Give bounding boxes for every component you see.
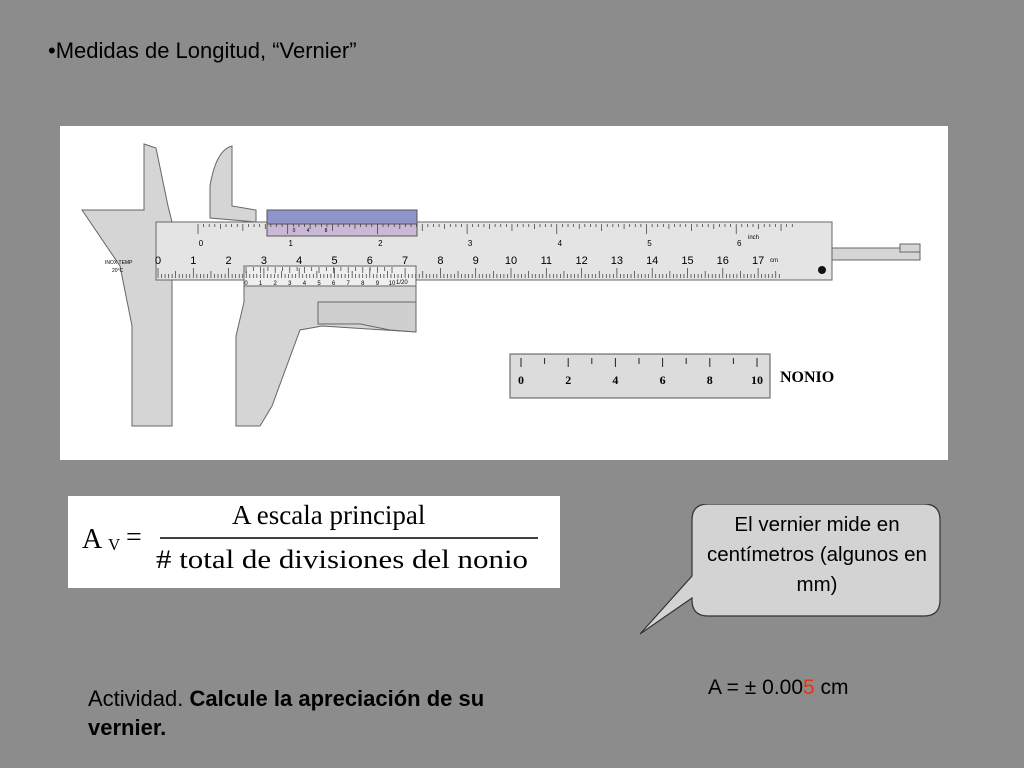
speech-bubble: El vernier mide en centímetros (algunos … — [636, 504, 942, 636]
appreciation-formula: A V = A escala principal # total de divi… — [68, 496, 560, 588]
jaw-text-2: 20°C — [112, 268, 124, 274]
activity-instruction: Calcule la apreciación de su vernier. — [88, 686, 485, 740]
thumb-screw — [317, 301, 417, 333]
sliding-jaw — [235, 277, 417, 427]
vernier-tick-label: 5 — [317, 281, 321, 287]
beam-dot — [818, 266, 826, 274]
cm-tick-label: 0 — [155, 255, 161, 267]
vernier-tick-label: 7 — [347, 281, 351, 287]
formula-lhs-subscript: V — [108, 535, 121, 554]
vernier-tick-label: 1 — [259, 281, 263, 287]
formula-denominator: # total de divisiones del nonio — [156, 545, 528, 574]
vernier-tick-label: 10 — [389, 281, 396, 287]
vernier-tick-label: 8 — [361, 281, 365, 287]
vernier-tick-label: 0 — [244, 281, 248, 287]
nonio-scale — [509, 353, 771, 399]
vernier-tick-label: 9 — [376, 281, 380, 287]
cm-tick-label: 10 — [505, 255, 517, 267]
cm-tick-label: 17 — [752, 255, 764, 267]
formula-numerator: A escala principal — [232, 500, 425, 530]
depth-rod — [831, 247, 921, 261]
inch-tick-label: 3 — [468, 239, 473, 248]
formula-equals: = — [126, 522, 142, 553]
inch-unit-label: inch — [748, 235, 759, 241]
cm-tick-label: 6 — [367, 255, 373, 267]
vernier-tick-label: 3 — [288, 281, 292, 287]
cm-tick-label: 1 — [190, 255, 196, 267]
cm-tick-label: 15 — [681, 255, 693, 267]
speech-bubble-shape — [639, 504, 941, 635]
nonio-tick-label: 0 — [518, 373, 524, 387]
vernier-tick-label: 2 — [274, 281, 278, 287]
inch-tick-label: 1 — [288, 239, 293, 248]
cm-tick-label: 9 — [473, 255, 479, 267]
nonio-tick-label: 2 — [565, 373, 571, 387]
result-prefix: A = ± 0.00 — [708, 676, 804, 699]
slider-inch-label: 0 — [293, 228, 296, 234]
cm-tick-label: 4 — [296, 255, 302, 267]
formula-drawing: A V = A escala principal # total de divi… — [82, 500, 538, 574]
cm-unit-label: cm — [770, 258, 778, 264]
nonio-tick-label: 10 — [751, 373, 763, 387]
inch-tick-label: 5 — [647, 239, 652, 248]
cm-tick-label: 3 — [261, 255, 267, 267]
vernier-tick-label: 6 — [332, 281, 336, 287]
jaw-text-1: INOX TEMP — [105, 260, 133, 266]
activity-lead: Actividad. — [88, 686, 184, 711]
cm-tick-label: 5 — [331, 255, 337, 267]
cm-tick-label: 16 — [717, 255, 729, 267]
nonio-tick-label: 8 — [707, 373, 713, 387]
inch-tick-label: 2 — [378, 239, 383, 248]
speech-bubble-text: El vernier mide en centímetros (algunos … — [707, 513, 927, 596]
inch-tick-label: 4 — [558, 239, 563, 248]
slider-window-top — [266, 209, 418, 225]
result-suffix: cm — [814, 676, 849, 699]
cm-tick-label: 11 — [541, 255, 552, 267]
slide-title: •Medidas de Longitud, “Vernier” — [48, 38, 357, 63]
slider-inch-label: 8 — [325, 228, 328, 234]
cm-tick-label: 2 — [226, 255, 232, 267]
slider-inch-label: 4 — [307, 228, 310, 234]
cm-tick-label: 7 — [402, 255, 408, 267]
vernier-tick-label: 4 — [303, 281, 307, 287]
upper-inside-jaw — [209, 145, 257, 223]
nonio-label: NONIO — [780, 369, 834, 386]
formula-lhs: A — [82, 524, 103, 555]
appreciation-result: A = ± 0.005 cm — [708, 676, 849, 700]
activity-text: Actividad. Calcule la apreciación de su … — [88, 684, 568, 742]
result-highlight-digit: 5 — [803, 676, 815, 699]
cm-tick-label: 12 — [575, 255, 587, 267]
nonio-tick-label: 4 — [612, 373, 618, 387]
cm-tick-label: 8 — [437, 255, 443, 267]
nonio-tick-label: 6 — [660, 373, 666, 387]
inch-tick-label: 0 — [199, 239, 204, 248]
vernier-precision-label: 1/20 — [396, 280, 408, 286]
cm-tick-label: 14 — [646, 255, 658, 267]
fixed-jaw — [81, 143, 173, 427]
inch-tick-label: 6 — [737, 239, 742, 248]
cm-tick-label: 13 — [611, 255, 623, 267]
